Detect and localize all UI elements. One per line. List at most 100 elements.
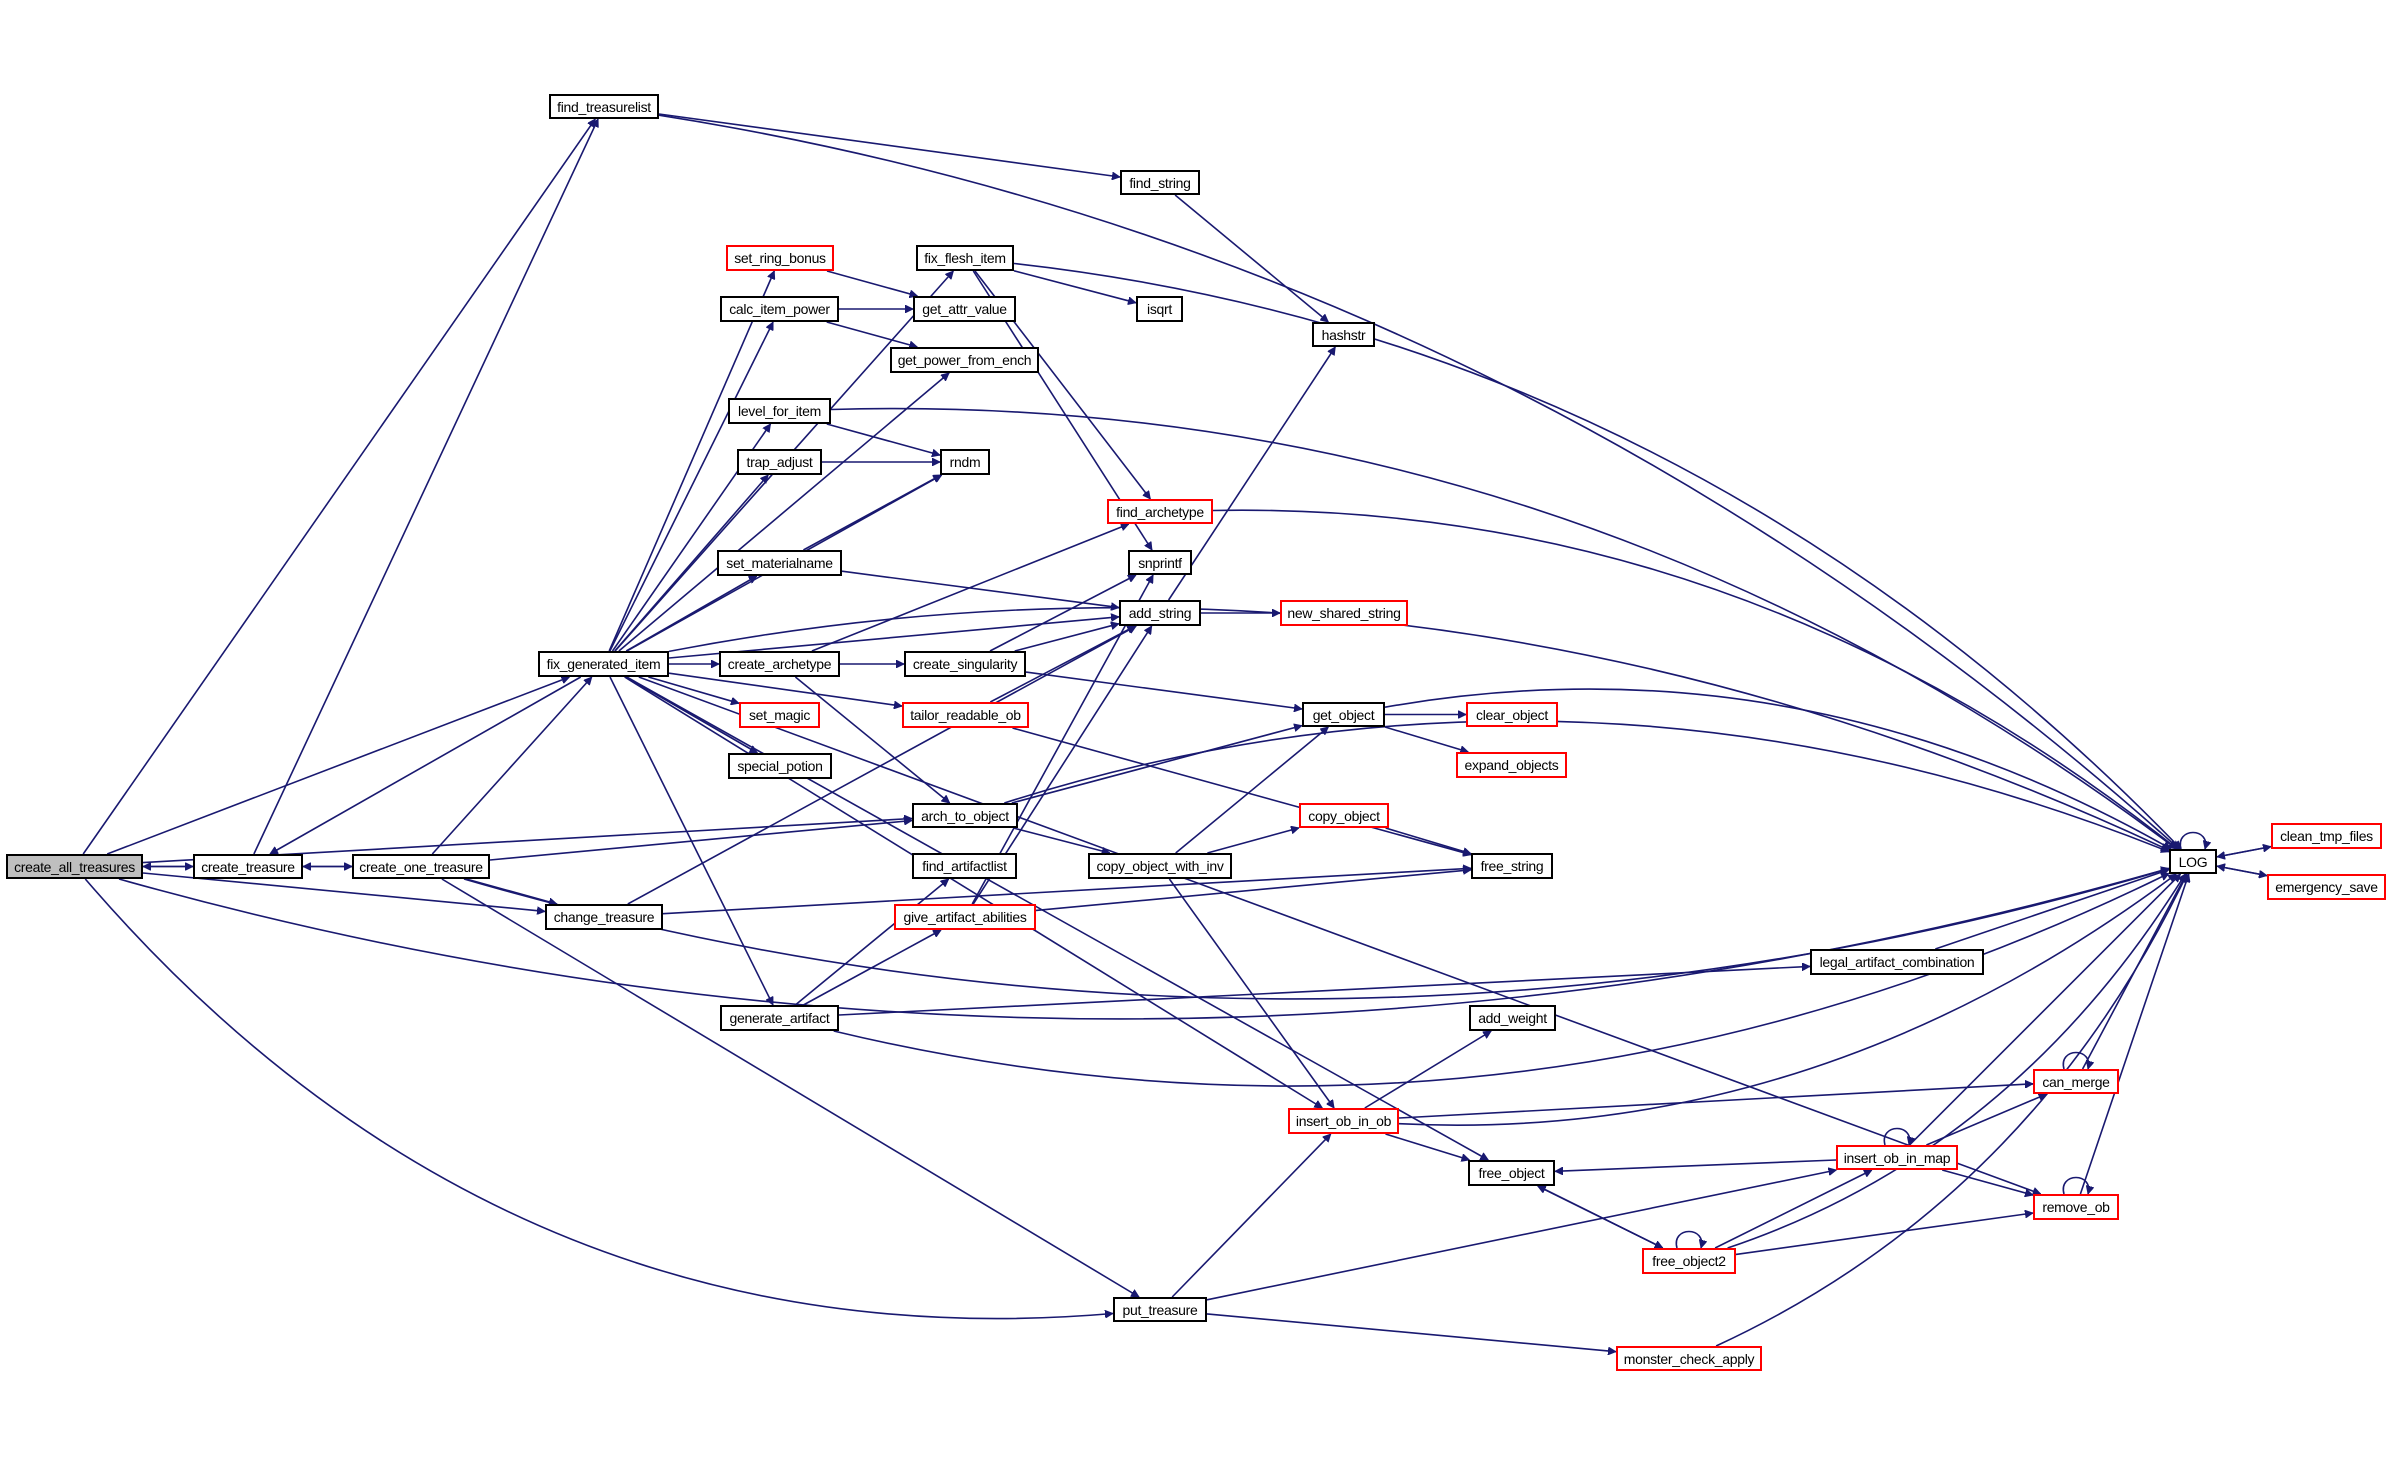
node-change-treasure[interactable]: change_treasure: [545, 904, 663, 930]
edge-LOG-to-LOG: [2179, 831, 2205, 850]
edge-create_archetype-to-find_archetype: [811, 524, 1129, 652]
node-put-treasure[interactable]: put_treasure: [1113, 1297, 1207, 1322]
edge-arch_to_object-to-LOG: [1004, 720, 2169, 852]
node-label: set_ring_bonus: [734, 250, 826, 266]
node-label: expand_objects: [1464, 757, 1559, 773]
edge-create_one_treasure-to-put_treasure: [441, 878, 1139, 1298]
node-new-shared-string[interactable]: new_shared_string: [1280, 600, 1408, 626]
node-label: free_object2: [1652, 1253, 1726, 1269]
node-label: get_attr_value: [922, 301, 1007, 317]
node-snprintf[interactable]: snprintf: [1128, 550, 1192, 575]
node-label: get_object: [1312, 706, 1375, 723]
node-expand-objects[interactable]: expand_objects: [1456, 752, 1567, 778]
node-create-archetype[interactable]: create_archetype: [719, 651, 840, 677]
edge-copy_object_with_inv-to-get_object: [1175, 726, 1329, 854]
edge-arch_to_object-to-copy_object_with_inv: [1013, 827, 1110, 853]
node-clear-object[interactable]: clear_object: [1466, 702, 1558, 727]
edge-insert_ob_in_map-to-LOG: [1908, 874, 2181, 1146]
node-create-all-treasures: create_all_treasures: [6, 854, 143, 879]
node-calc-item-power[interactable]: calc_item_power: [720, 296, 839, 322]
node-label: set_materialname: [726, 555, 833, 571]
node-fix-generated-item[interactable]: fix_generated_item: [538, 651, 669, 677]
node-special-potion[interactable]: special_potion: [728, 753, 832, 779]
node-label: hashstr: [1321, 326, 1366, 343]
node-level-for-item[interactable]: level_for_item: [728, 398, 831, 424]
node-set-materialname[interactable]: set_materialname: [717, 550, 842, 576]
node-trap-adjust[interactable]: trap_adjust: [737, 449, 822, 475]
node-copy-object-with-inv[interactable]: copy_object_with_inv: [1088, 853, 1232, 879]
node-insert-ob-in-ob[interactable]: insert_ob_in_ob: [1288, 1108, 1399, 1134]
edge-fix_generated_item-to-tailor_readable_ob: [668, 672, 902, 706]
node-get-attr-value[interactable]: get_attr_value: [913, 296, 1016, 322]
node-set-ring-bonus[interactable]: set_ring_bonus: [726, 245, 834, 271]
node-rndm[interactable]: rndm: [940, 449, 990, 475]
node-find-treasurelist[interactable]: find_treasurelist: [549, 94, 659, 119]
node-create-singularity[interactable]: create_singularity: [904, 651, 1026, 677]
edge-insert_ob_in_ob-to-can_merge: [1398, 1084, 2033, 1119]
edge-set_materialname-to-rndm: [803, 474, 941, 551]
node-tailor-readable-ob[interactable]: tailor_readable_ob: [902, 702, 1029, 728]
node-add-weight[interactable]: add_weight: [1469, 1005, 1556, 1031]
edge-copy_object_with_inv-to-copy_object: [1207, 828, 1299, 854]
node-label: create_one_treasure: [359, 858, 483, 875]
node-free-object2[interactable]: free_object2: [1642, 1248, 1736, 1274]
node-label: change_treasure: [553, 909, 655, 925]
edge-create_all_treasures-to-put_treasure: [84, 878, 1113, 1320]
edge-monster_check_apply-to-LOG: [1715, 874, 2188, 1347]
edge-create_one_treasure-to-arch_to_object: [489, 821, 912, 861]
edge-create_singularity-to-snprintf: [989, 574, 1136, 652]
node-legal-artifact-combination[interactable]: legal_artifact_combination: [1810, 949, 1984, 975]
node-find-string[interactable]: find_string: [1120, 170, 1200, 195]
node-hashstr[interactable]: hashstr: [1312, 322, 1375, 347]
node-give-artifact-abilities[interactable]: give_artifact_abilities: [894, 904, 1036, 930]
node-get-object[interactable]: get_object: [1302, 702, 1385, 727]
edge-legal_artifact_combination-to-LOG: [1935, 870, 2169, 950]
node-copy-object[interactable]: copy_object: [1299, 803, 1389, 828]
edge-fix_generated_item-to-LOG: [668, 606, 2169, 852]
node-log[interactable]: LOG: [2169, 849, 2217, 874]
node-free-string[interactable]: free_string: [1471, 853, 1553, 879]
node-label: snprintf: [1138, 554, 1182, 571]
edge-copy_object-to-free_string: [1385, 827, 1471, 854]
node-label: new_shared_string: [1287, 605, 1401, 621]
node-create-one-treasure[interactable]: create_one_treasure: [352, 854, 490, 879]
node-find-archetype[interactable]: find_archetype: [1107, 499, 1213, 524]
node-label: create_treasure: [201, 858, 295, 875]
node-isqrt[interactable]: isqrt: [1136, 296, 1183, 322]
node-label: create_archetype: [727, 656, 832, 672]
node-emergency-save[interactable]: emergency_save: [2267, 874, 2386, 900]
node-remove-ob[interactable]: remove_ob: [2033, 1194, 2119, 1220]
node-arch-to-object[interactable]: arch_to_object: [912, 803, 1018, 828]
edge-fix_generated_item-to-trap_adjust: [614, 475, 769, 652]
node-label: find_string: [1129, 174, 1191, 191]
edge-create_treasure-to-find_treasurelist: [253, 119, 599, 855]
node-monster-check-apply[interactable]: monster_check_apply: [1616, 1346, 1762, 1371]
node-label: clear_object: [1476, 706, 1548, 723]
node-label: monster_check_apply: [1623, 1350, 1755, 1367]
node-can-merge[interactable]: can_merge: [2033, 1069, 2119, 1094]
edge-change_treasure-to-add_string: [627, 625, 1136, 905]
node-clean-tmp-files[interactable]: clean_tmp_files: [2271, 823, 2382, 849]
edge-fix_flesh_item-to-LOG: [1013, 262, 2181, 850]
node-insert-ob-in-map[interactable]: insert_ob_in_map: [1836, 1145, 1958, 1170]
node-add-string[interactable]: add_string: [1119, 600, 1201, 626]
node-get-power-from-ench[interactable]: get_power_from_ench: [890, 347, 1039, 373]
node-generate-artifact[interactable]: generate_artifact: [720, 1005, 839, 1031]
edge-find_archetype-to-LOG: [1212, 509, 2177, 850]
node-set-magic[interactable]: set_magic: [739, 702, 820, 728]
node-label: free_object: [1478, 1165, 1545, 1181]
node-label: find_archetype: [1116, 503, 1204, 520]
node-label: fix_generated_item: [546, 656, 661, 672]
edge-fix_generated_item-to-calc_item_power: [609, 322, 774, 652]
edge-insert_ob_in_map-to-insert_ob_in_map: [1883, 1127, 1909, 1146]
node-label: add_string: [1128, 605, 1192, 621]
node-label: trap_adjust: [746, 454, 813, 470]
node-free-object[interactable]: free_object: [1468, 1160, 1555, 1186]
node-fix-flesh-item[interactable]: fix_flesh_item: [916, 245, 1014, 271]
node-label: set_magic: [748, 707, 811, 723]
edge-arch_to_object-to-get_object: [1011, 726, 1302, 804]
edge-level_for_item-to-LOG: [830, 407, 2176, 850]
node-create-treasure[interactable]: create_treasure: [193, 854, 303, 879]
node-find-artifactlist[interactable]: find_artifactlist: [912, 853, 1017, 879]
